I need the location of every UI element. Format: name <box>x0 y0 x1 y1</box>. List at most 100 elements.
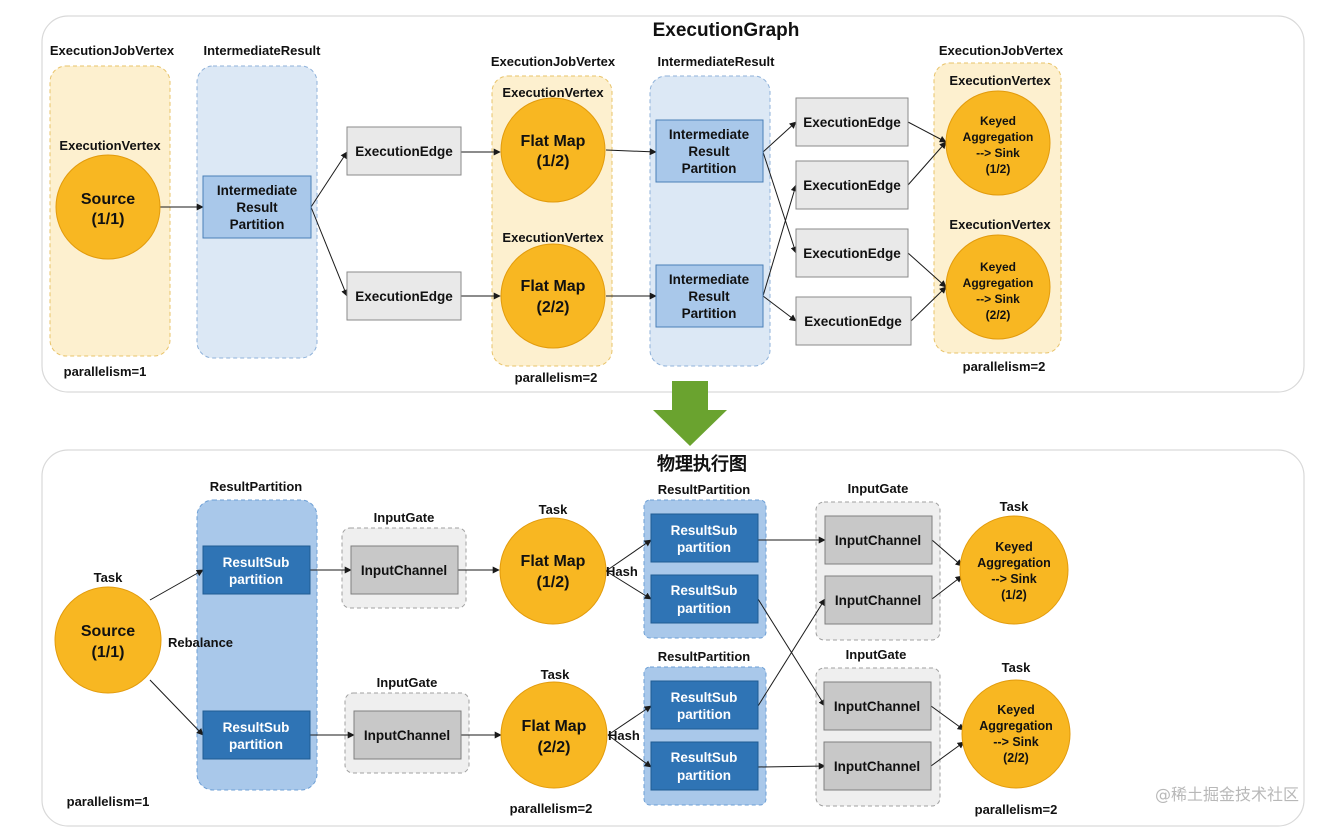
rsp-3-line-2: partition <box>677 540 731 555</box>
b-k1-circle <box>959 515 1069 625</box>
top-execution-edge-4: ExecutionEdge <box>795 160 909 210</box>
partition-2-line-2: Result <box>688 144 730 159</box>
partition-3-line-2: Result <box>688 289 730 304</box>
b-source-circle <box>54 586 162 694</box>
rsp-box-2 <box>202 710 311 760</box>
b-k2-line-2: Aggregation <box>979 719 1053 733</box>
rsp-box-5 <box>650 680 759 730</box>
partition-box-2 <box>655 119 764 183</box>
b-fm1-line-2: (1/2) <box>537 574 570 591</box>
k2-line-3: --> Sink <box>976 292 1020 306</box>
partition-box-1 <box>202 175 312 239</box>
execution-vertex-label-source: ExecutionVertex <box>59 138 161 153</box>
ic-label-1: InputChannel <box>361 563 447 578</box>
source-line-2: (1/1) <box>92 211 125 228</box>
b-k2-line-3: --> Sink <box>993 735 1039 749</box>
k2-line-4: (2/2) <box>986 308 1011 322</box>
watermark: @稀土掘金技术社区 <box>1155 785 1299 804</box>
b-fm2-line-2: (2/2) <box>538 739 571 756</box>
rsp-1-line-1: ResultSub <box>223 555 290 570</box>
input-gate-label-4: InputGate <box>846 647 907 662</box>
ic-box-5 <box>823 681 932 731</box>
b-fm2-circle <box>500 681 608 789</box>
partition-3-line-1: Intermediate <box>669 272 750 287</box>
top-parallelism-source: parallelism=1 <box>64 364 147 379</box>
hash-label-1: Hash <box>606 564 638 579</box>
execution-vertex-label-fm1: ExecutionVertex <box>502 85 604 100</box>
b-k1-line-4: (1/2) <box>1001 588 1027 602</box>
rsp-2-line-1: ResultSub <box>223 720 290 735</box>
edge-src-to-rsp2 <box>149 679 204 736</box>
edge-irp2-to-ee4 <box>762 184 798 297</box>
job-vertex-label-1: ExecutionJobVertex <box>50 43 175 58</box>
input-channel-1: InputChannel <box>350 545 459 595</box>
top-execution-edge-1: ExecutionEdge <box>346 126 462 176</box>
fm1-circle <box>500 97 606 203</box>
top-flatmap-1: Flat Map (1/2) <box>500 97 606 203</box>
input-gate-label-3: InputGate <box>848 481 909 496</box>
input-channel-5: InputChannel <box>823 681 932 731</box>
result-partition-label-1: ResultPartition <box>210 479 303 494</box>
partition-2-line-3: Partition <box>682 161 737 176</box>
k1-line-3: --> Sink <box>976 146 1020 160</box>
execution-graph-title: ExecutionGraph <box>653 20 800 41</box>
ee-box-3 <box>795 97 909 147</box>
edge-ic3-to-k1 <box>931 539 963 567</box>
rsp-1-line-2: partition <box>229 572 283 587</box>
b-k1-line-3: --> Sink <box>991 572 1037 586</box>
input-channel-3: InputChannel <box>824 515 933 565</box>
edge-ee5-to-k2 <box>907 252 947 288</box>
down-arrow-icon <box>653 381 727 446</box>
top-edges <box>160 121 947 322</box>
top-keyed-2: Keyed Aggregation --> Sink (2/2) <box>945 234 1051 340</box>
edge-irp1-to-ee3 <box>762 121 797 153</box>
top-parallelism-keyed: parallelism=2 <box>963 359 1046 374</box>
top-intermediate-partition-1: Intermediate Result Partition <box>202 175 312 239</box>
top-execution-edge-3: ExecutionEdge <box>795 97 909 147</box>
edge-fm1-to-irp1 <box>605 148 657 156</box>
b-fm1-line-1: Flat Map <box>521 553 586 570</box>
bottom-flatmap-1: Flat Map (1/2) <box>499 517 607 625</box>
top-execution-edge-6: ExecutionEdge <box>795 296 912 346</box>
intermediate-result-label-1: IntermediateResult <box>203 43 321 58</box>
ic-label-2: InputChannel <box>364 728 450 743</box>
result-subpartition-4: ResultSub partition <box>650 574 759 624</box>
b-fm2-line-1: Flat Map <box>522 718 587 735</box>
fm1-line-2: (1/2) <box>537 153 570 170</box>
ic-box-3 <box>824 515 933 565</box>
top-intermediate-partition-2: Intermediate Result Partition <box>655 119 764 183</box>
bottom-edges <box>149 536 965 770</box>
task-label-fm1: Task <box>539 502 568 517</box>
edge-irp2-to-ee6 <box>762 295 797 322</box>
ee-box-4 <box>795 160 909 210</box>
rsp-4-line-1: ResultSub <box>671 583 738 598</box>
task-label-fm2: Task <box>541 667 570 682</box>
execution-vertex-label-k2: ExecutionVertex <box>949 217 1051 232</box>
edge-sub3-to-ic4 <box>757 598 826 707</box>
partition-2-line-1: Intermediate <box>669 127 750 142</box>
rebalance-label: Rebalance <box>168 635 233 650</box>
top-keyed-1: Keyed Aggregation --> Sink (1/2) <box>945 90 1051 196</box>
k1-circle <box>945 90 1051 196</box>
top-execution-edge-5: ExecutionEdge <box>795 228 909 278</box>
input-channel-2: InputChannel <box>353 710 462 760</box>
edge-fm2-to-sub4 <box>607 734 652 768</box>
edge-fm1-to-sub2 <box>605 570 652 600</box>
ic-label-3: InputChannel <box>835 533 921 548</box>
b-k1-line-1: Keyed <box>995 540 1033 554</box>
result-partition-label-3: ResultPartition <box>658 649 751 664</box>
ee-label-3: ExecutionEdge <box>803 115 901 130</box>
fm1-line-1: Flat Map <box>521 133 586 150</box>
top-execution-edge-2: ExecutionEdge <box>346 271 462 321</box>
fm2-circle <box>500 243 606 349</box>
k2-line-2: Aggregation <box>963 276 1034 290</box>
bottom-parallelism-flatmap: parallelism=2 <box>510 801 593 816</box>
rsp-6-line-2: partition <box>677 768 731 783</box>
ic-label-6: InputChannel <box>834 759 920 774</box>
execution-vertex-label-k1: ExecutionVertex <box>949 73 1051 88</box>
ee-box-1 <box>346 126 462 176</box>
edge-ee6-to-k2 <box>910 286 947 322</box>
bottom-keyed-2: Keyed Aggregation --> Sink (2/2) <box>961 679 1071 789</box>
partition-box-3 <box>655 264 764 328</box>
